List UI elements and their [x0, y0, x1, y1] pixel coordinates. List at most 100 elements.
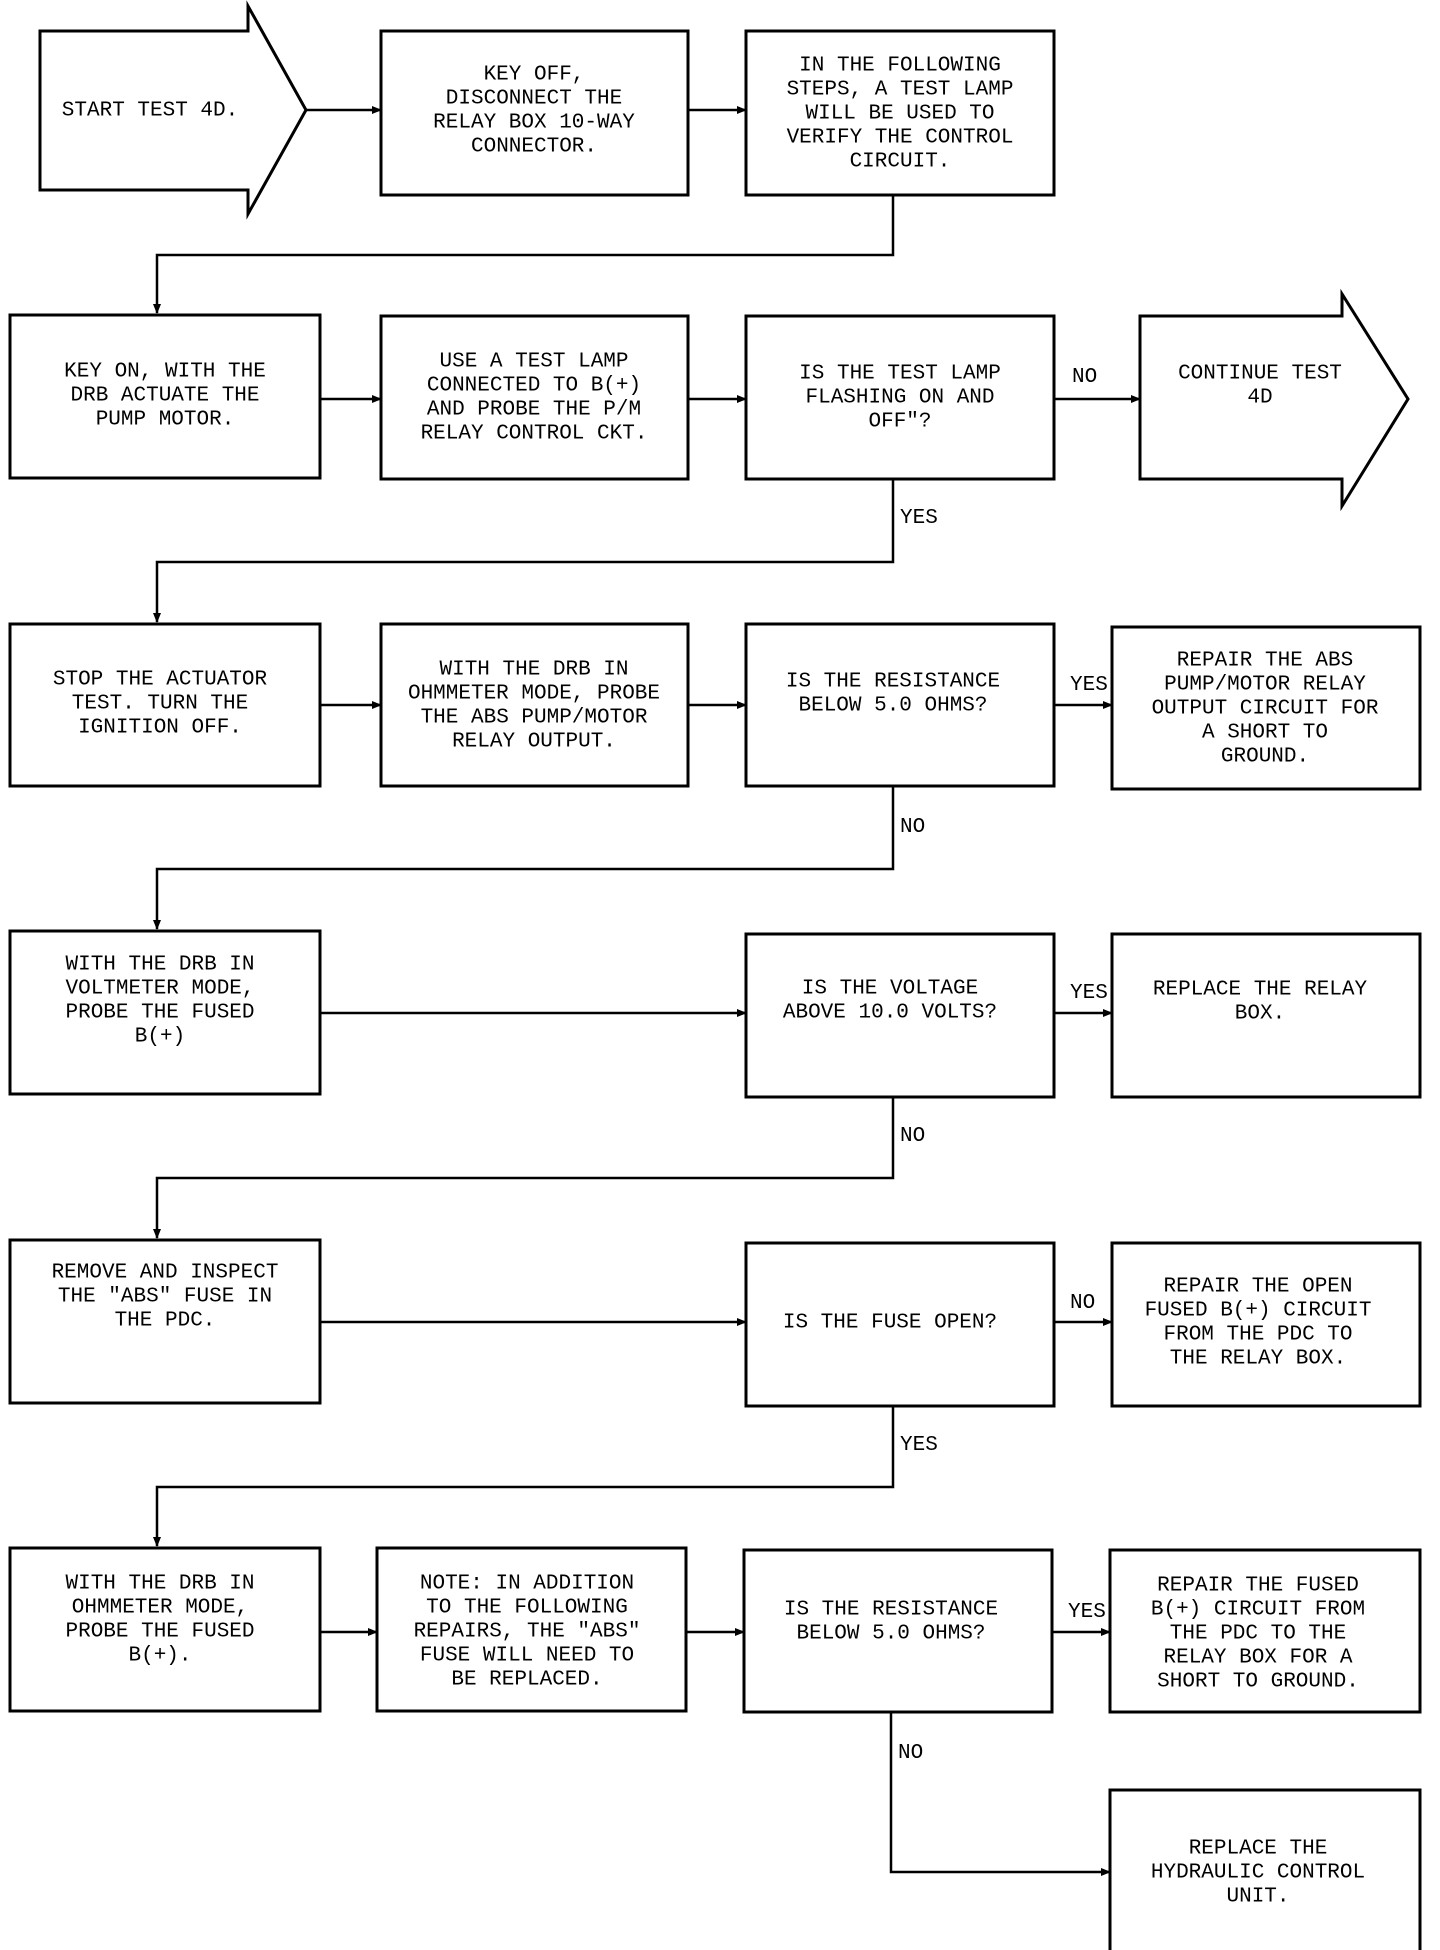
box-text-line: KEY ON, WITH THE [64, 361, 266, 384]
box-text-line: IS THE TEST LAMP [799, 363, 1001, 386]
label-res2-yes: YES [1068, 1601, 1106, 1624]
box-text-line: B(+). [128, 1645, 191, 1668]
box-text-line: THE ABS PUMP/MOTOR [421, 707, 648, 730]
box-text-line: B(+) CIRCUIT FROM [1151, 1599, 1365, 1622]
box-text-line: TEST. TURN THE [72, 693, 248, 716]
resistance-decision-1-box [744, 622, 1056, 788]
label-fuse-yes: YES [900, 1434, 938, 1457]
box-text-line: ABOVE 10.0 VOLTS? [783, 1002, 997, 1025]
label-res1-no: NO [900, 816, 925, 839]
start-text: START TEST 4D. [62, 100, 238, 123]
replace-relay-box-box [1110, 932, 1422, 1099]
box-text-line: FROM THE PDC TO [1163, 1324, 1352, 1347]
box-text-line: OFF"? [868, 411, 931, 434]
ohmmeter-fused-box [8, 1546, 322, 1713]
replace-hcu-box [1108, 1788, 1422, 1950]
box-text-line: IN THE FOLLOWING [799, 55, 1001, 78]
note-box [375, 1546, 688, 1713]
box-text-line: CONNECTOR. [471, 136, 597, 159]
box-text-line: REPLACE THE [1189, 1838, 1328, 1861]
box-text-line: WITH THE DRB IN [65, 1573, 254, 1596]
fuse-decision-text: IS THE FUSE OPEN? [783, 1312, 997, 1335]
box-text-line: IS THE FUSE OPEN? [783, 1312, 997, 1335]
box-text-line: REPAIRS, THE "ABS" [414, 1621, 641, 1644]
box-text-line: IS THE RESISTANCE [786, 671, 1000, 694]
box-text-line: REMOVE AND INSPECT [52, 1262, 279, 1285]
fuse-decision-box [744, 1241, 1056, 1408]
box-text-line: REPAIR THE FUSED [1157, 1575, 1359, 1598]
box-text-line: FLASHING ON AND [805, 387, 994, 410]
box-text-line: 4D [1247, 387, 1272, 410]
voltage-decision-box [744, 932, 1056, 1099]
box-text-line: OHMMETER MODE, PROBE [408, 683, 660, 706]
box-text-line: BELOW 5.0 OHMS? [798, 695, 987, 718]
box-text-line: REPAIR THE ABS [1177, 650, 1353, 673]
box-text-line: REPLACE THE RELAY [1153, 979, 1368, 1002]
box-text-line: USE A TEST LAMP [439, 351, 628, 374]
box-text-line: KEY OFF, [484, 64, 585, 87]
box-text-line: GROUND. [1221, 746, 1309, 769]
box-text-line: AND PROBE THE P/M [427, 399, 641, 422]
arrow-steps-to-key-on [153, 195, 895, 314]
arrow-decision-yes-to-stop [153, 479, 895, 623]
box-text-line: IS THE VOLTAGE [802, 978, 978, 1001]
label-res1-yes: YES [1070, 674, 1108, 697]
box-text-line: BOX. [1235, 1003, 1285, 1026]
label-volt-no: NO [900, 1125, 925, 1148]
box-text-line: THE RELAY BOX. [1170, 1348, 1346, 1371]
arrow-res1-no-to-voltmeter [153, 786, 895, 930]
repair-open-fused-box [1110, 1241, 1422, 1408]
stop-actuator-box [8, 622, 322, 788]
arrow-voltage-no-to-remove [153, 1097, 895, 1239]
box-text-line: START TEST 4D. [62, 100, 238, 123]
box-text-line: B(+) [135, 1026, 185, 1049]
box-text-line: THE PDC TO THE [1170, 1623, 1346, 1646]
box-text-line: UNIT. [1226, 1886, 1289, 1909]
box-text-line: WILL BE USED TO [805, 103, 994, 126]
repair-abs-short-box [1110, 625, 1422, 791]
box-text-line: BE REPLACED. [451, 1669, 602, 1692]
box-text-line: RELAY BOX FOR A [1163, 1647, 1352, 1670]
key-off-box [379, 29, 690, 197]
box-text-line: DRB ACTUATE THE [70, 385, 259, 408]
box-text-line: FUSED B(+) CIRCUIT [1145, 1300, 1372, 1323]
box-text-line: CONTINUE TEST [1178, 363, 1342, 386]
box-text-line: OUTPUT CIRCUIT FOR [1152, 698, 1379, 721]
box-text-line: REPAIR THE OPEN [1163, 1276, 1352, 1299]
box-text-line: SHORT TO GROUND. [1157, 1671, 1359, 1694]
continue-test-arrow-shape [1138, 288, 1410, 512]
box-text-line: HYDRAULIC CONTROL [1151, 1862, 1365, 1885]
box-text-line: BELOW 5.0 OHMS? [796, 1623, 985, 1646]
label-res2-no: NO [898, 1742, 923, 1765]
label-lamp-no: NO [1072, 366, 1097, 389]
box-text-line: A SHORT TO [1202, 722, 1328, 745]
box-text-line: CONNECTED TO B(+) [427, 375, 641, 398]
box-text-line: VERIFY THE CONTROL [787, 127, 1014, 150]
box-text-line: FUSE WILL NEED TO [420, 1645, 634, 1668]
following-steps-box [744, 29, 1056, 197]
key-on-box [8, 313, 322, 480]
box-text-line: CIRCUIT. [850, 151, 951, 174]
box-text-line: VOLTMETER MODE, [65, 978, 254, 1001]
box-text-line: RELAY CONTROL CKT. [421, 423, 648, 446]
ohmmeter-probe-box [379, 622, 690, 788]
